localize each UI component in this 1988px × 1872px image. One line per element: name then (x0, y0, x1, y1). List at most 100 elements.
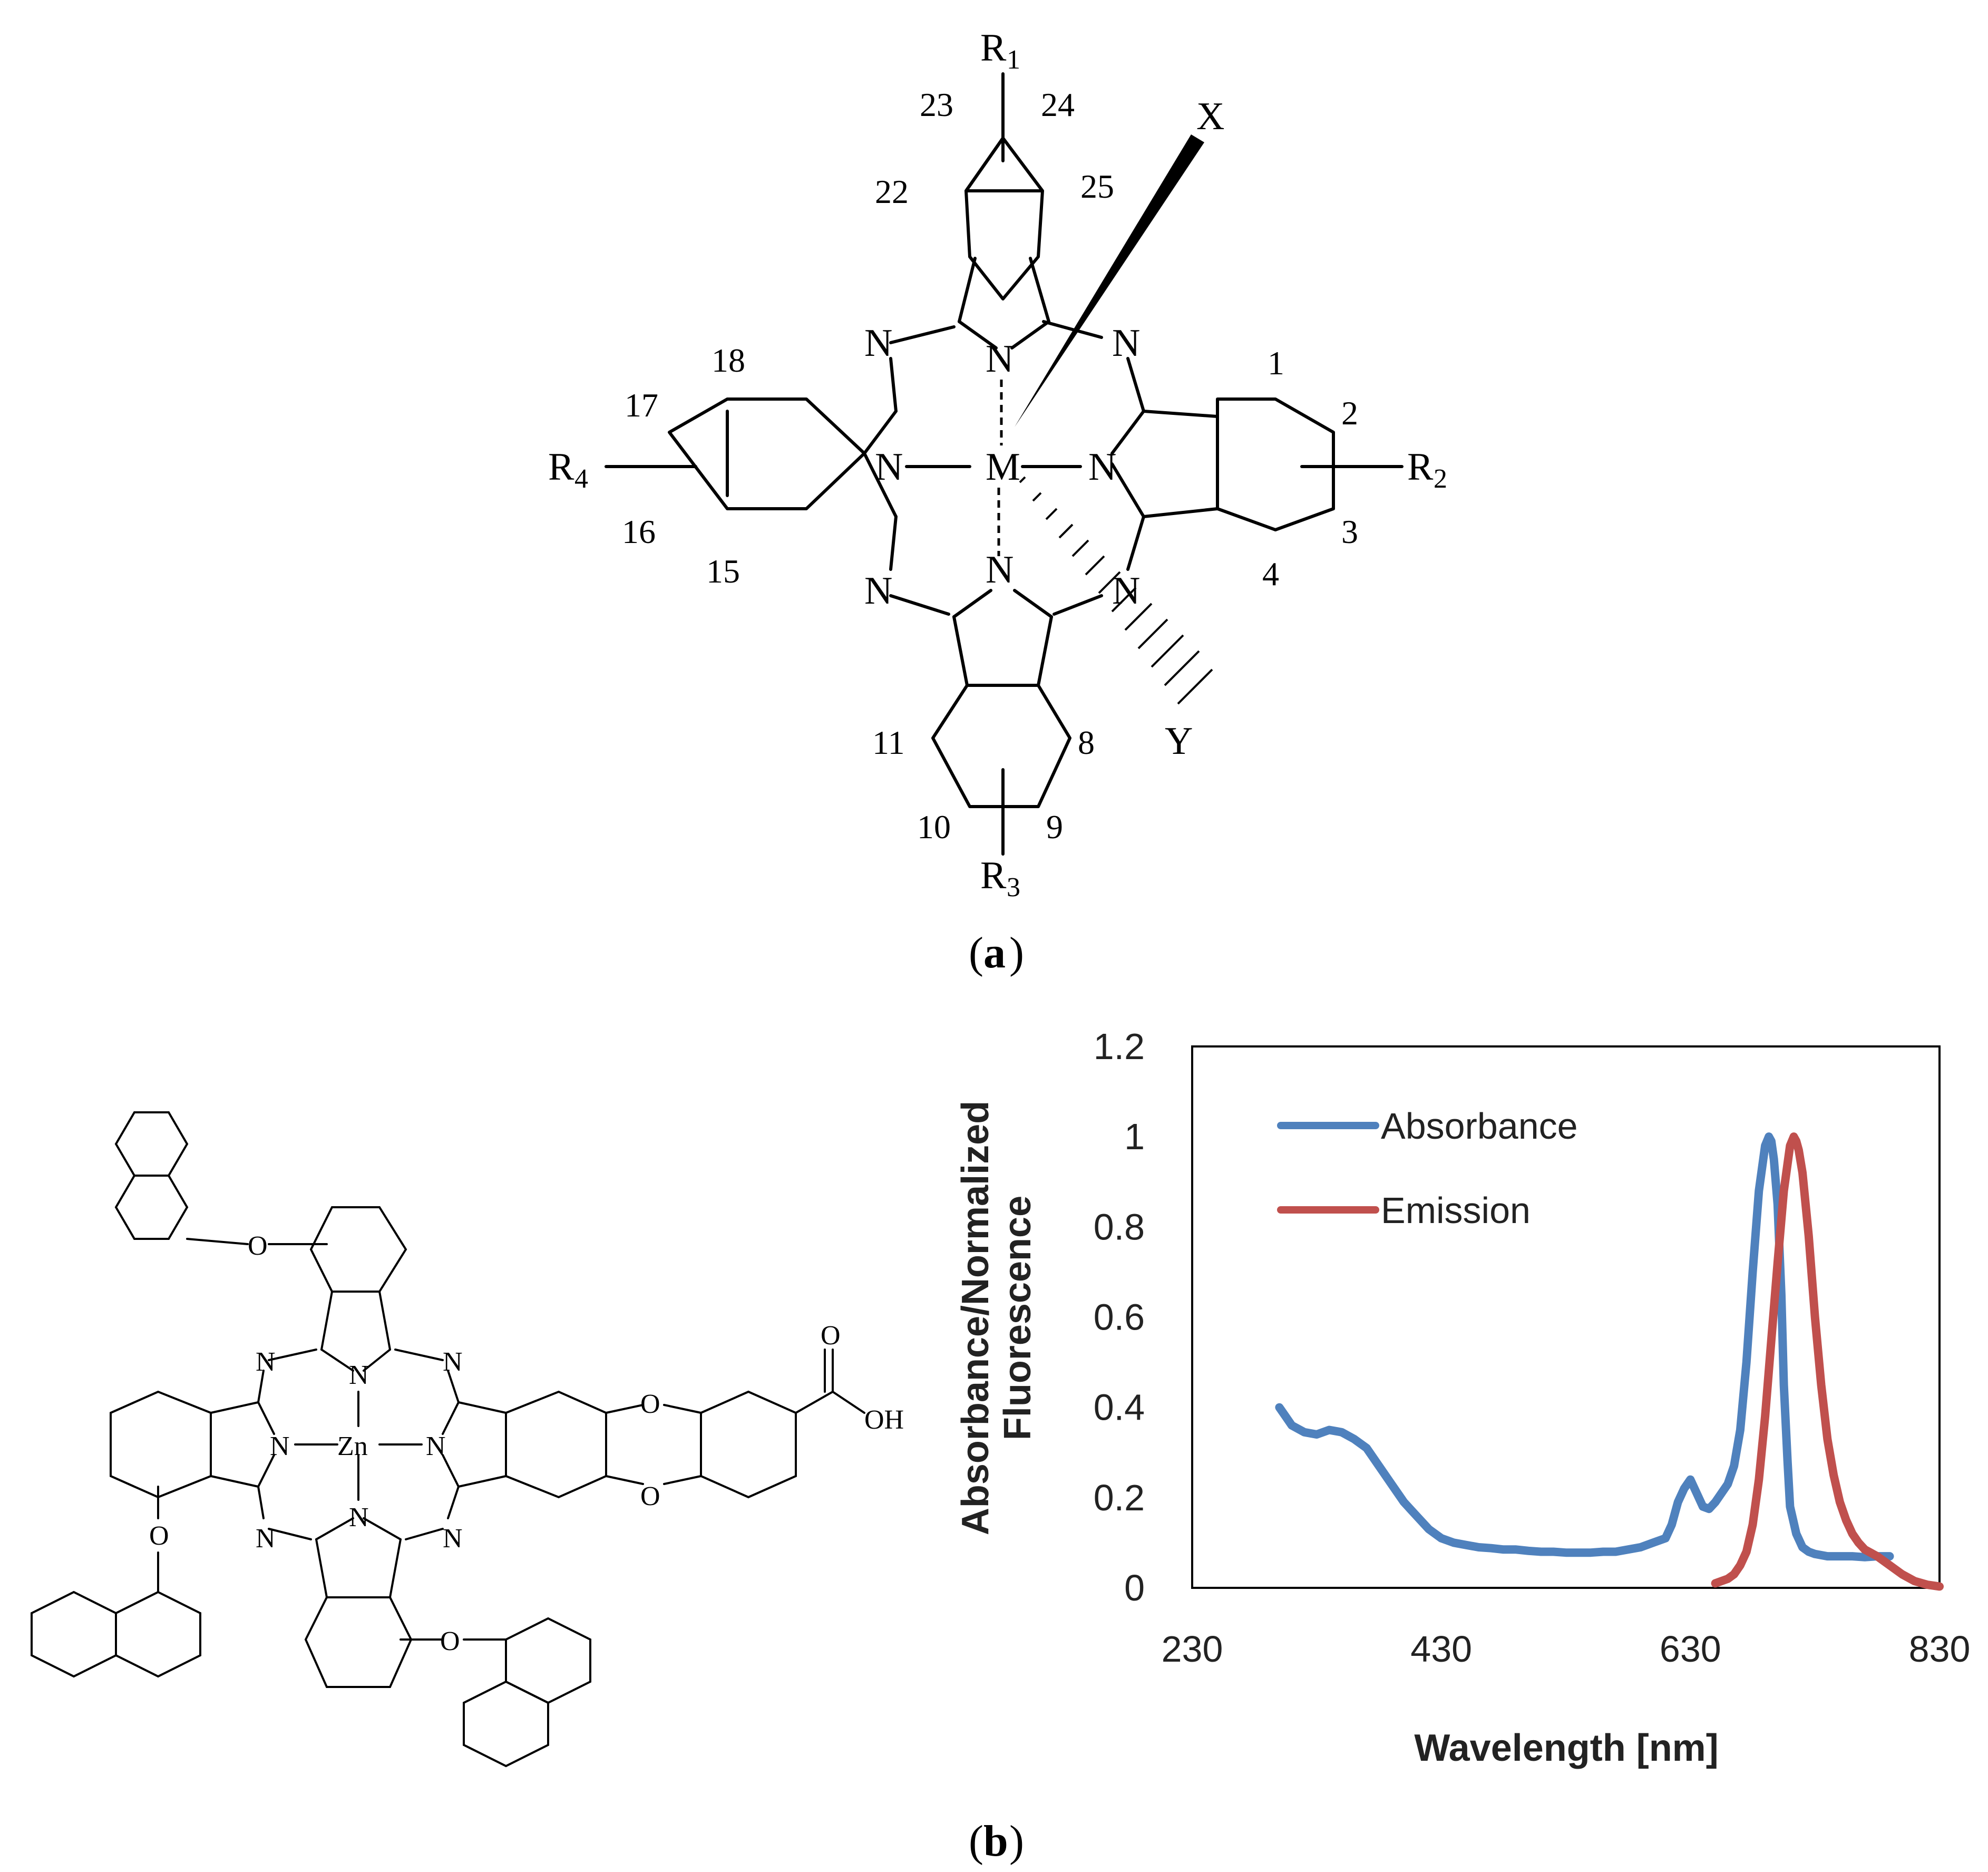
N-core-right-label: N (426, 1431, 446, 1461)
panel-b-label: ( b ) (969, 1817, 1024, 1866)
N-meso-bottomleft-label: N (864, 569, 892, 613)
plot-area (1191, 1045, 1941, 1589)
y-axis-title: Absorbance/Normalized Fluorescence (954, 1101, 1039, 1535)
O-carbonyl-label: O (821, 1321, 841, 1351)
y-tick-label: 1 (1124, 1116, 1145, 1157)
x-tick-label: 630 (1660, 1628, 1721, 1670)
series-layer (1275, 1132, 1944, 1591)
svg-text:): ) (1009, 1817, 1024, 1866)
N-right-label: N (1088, 445, 1116, 489)
naphthalene-br-ring2 (463, 1680, 549, 1768)
svg-text:1: 1 (1007, 45, 1020, 75)
OH-label: OH (864, 1405, 904, 1435)
position-16: 16 (622, 513, 656, 550)
benzo-ring-right (1216, 397, 1335, 531)
y-tick-label: 0 (1124, 1567, 1145, 1608)
N-top-label: N (986, 337, 1014, 381)
O-dioxin-bottom-label: O (640, 1481, 660, 1511)
hashed-bond-Y (1019, 476, 1213, 705)
O-dioxin-top-label: O (640, 1389, 660, 1419)
position-1: 1 (1268, 344, 1284, 382)
svg-text:4: 4 (574, 464, 588, 494)
O-top-label: O (248, 1231, 268, 1261)
position-24: 24 (1041, 86, 1075, 123)
svg-text:R: R (548, 445, 574, 489)
O-left-label: O (149, 1521, 169, 1551)
ligand-X-label: X (1196, 95, 1224, 138)
series-line-emission (1711, 1132, 1944, 1591)
svg-text:): ) (1009, 928, 1024, 977)
benzo-top-b (309, 1206, 407, 1293)
metal-M-label: M (986, 445, 1020, 489)
benzo-dioxin-b (700, 1390, 797, 1499)
N-left-label: N (875, 445, 903, 489)
position-22: 22 (875, 173, 909, 210)
N-core-left-label: N (270, 1431, 290, 1461)
isoindole-top (889, 137, 1103, 350)
N-meso-topright-label: N (1112, 322, 1140, 365)
wedge-bond-X (1015, 134, 1204, 427)
naphthalene-top-ring2 (114, 1175, 189, 1240)
benzo-right-b (505, 1390, 607, 1499)
position-2: 2 (1341, 394, 1358, 432)
y-axis-title-line1: Absorbance/Normalized (954, 1101, 997, 1535)
O-bottom-label: O (440, 1626, 460, 1656)
y-tick-label: 0.6 (1094, 1297, 1145, 1338)
x-tick-label: 230 (1162, 1628, 1223, 1670)
position-25: 25 (1080, 168, 1114, 205)
legend: Absorbance Emission (1277, 1105, 1578, 1231)
N-meso-tr-b-label: N (443, 1347, 463, 1377)
isoindole-left (668, 357, 898, 571)
legend-label-emission: Emission (1381, 1190, 1531, 1231)
y-tick-label: 0.2 (1094, 1477, 1145, 1518)
y-tick-label: 0.8 (1094, 1206, 1145, 1247)
panel-a-label: ( a ) (969, 928, 1024, 977)
position-18: 18 (712, 342, 745, 379)
legend-label-absorbance: Absorbance (1381, 1105, 1578, 1147)
benzo-ring-left (668, 397, 866, 510)
N-meso-topleft-label: N (864, 322, 892, 365)
metal-Zn-label: Zn (337, 1431, 368, 1461)
naphthalene-bl-ring1 (115, 1590, 201, 1678)
N-meso-tl-b-label: N (256, 1347, 276, 1377)
N-core-bottom-label: N (349, 1502, 369, 1532)
svg-text:R: R (1407, 445, 1434, 489)
position-4: 4 (1262, 555, 1279, 593)
isoindole-bottom (889, 589, 1103, 808)
y-axis-title-line2: Fluorescence (997, 1196, 1039, 1440)
position-15: 15 (706, 552, 740, 590)
naphthalene-top-ring1 (114, 1111, 189, 1177)
svg-text:3: 3 (1007, 872, 1020, 903)
y-tick-label: 1.2 (1094, 1026, 1145, 1067)
svg-text:2: 2 (1434, 464, 1447, 494)
position-3: 3 (1341, 513, 1358, 550)
y-tick-label: 0.4 (1094, 1387, 1145, 1428)
x-tick-label: 430 (1410, 1628, 1472, 1670)
series-line-absorbance (1275, 1132, 1894, 1561)
x-axis-title: Wavelength [nm] (1414, 1727, 1718, 1769)
position-23: 23 (920, 86, 953, 123)
svg-text:R: R (980, 854, 1007, 897)
N-meso-br-b-label: N (443, 1524, 463, 1554)
N-meso-bottomright-label: N (1112, 569, 1140, 613)
structure-b: O O O (31, 1111, 904, 1768)
position-10: 10 (917, 808, 951, 846)
position-8: 8 (1078, 724, 1095, 761)
naphthalene-bl-ring2 (31, 1590, 117, 1678)
position-11: 11 (872, 724, 905, 761)
position-9: 9 (1046, 808, 1063, 846)
benzo-ring-top (964, 137, 1044, 300)
N-core-top-label: N (349, 1360, 369, 1390)
naphthalene-br-ring1 (505, 1617, 591, 1704)
N-bottom-label: N (986, 548, 1014, 591)
benzo-bottom-b (304, 1596, 413, 1688)
svg-text:(: ( (969, 1817, 983, 1866)
